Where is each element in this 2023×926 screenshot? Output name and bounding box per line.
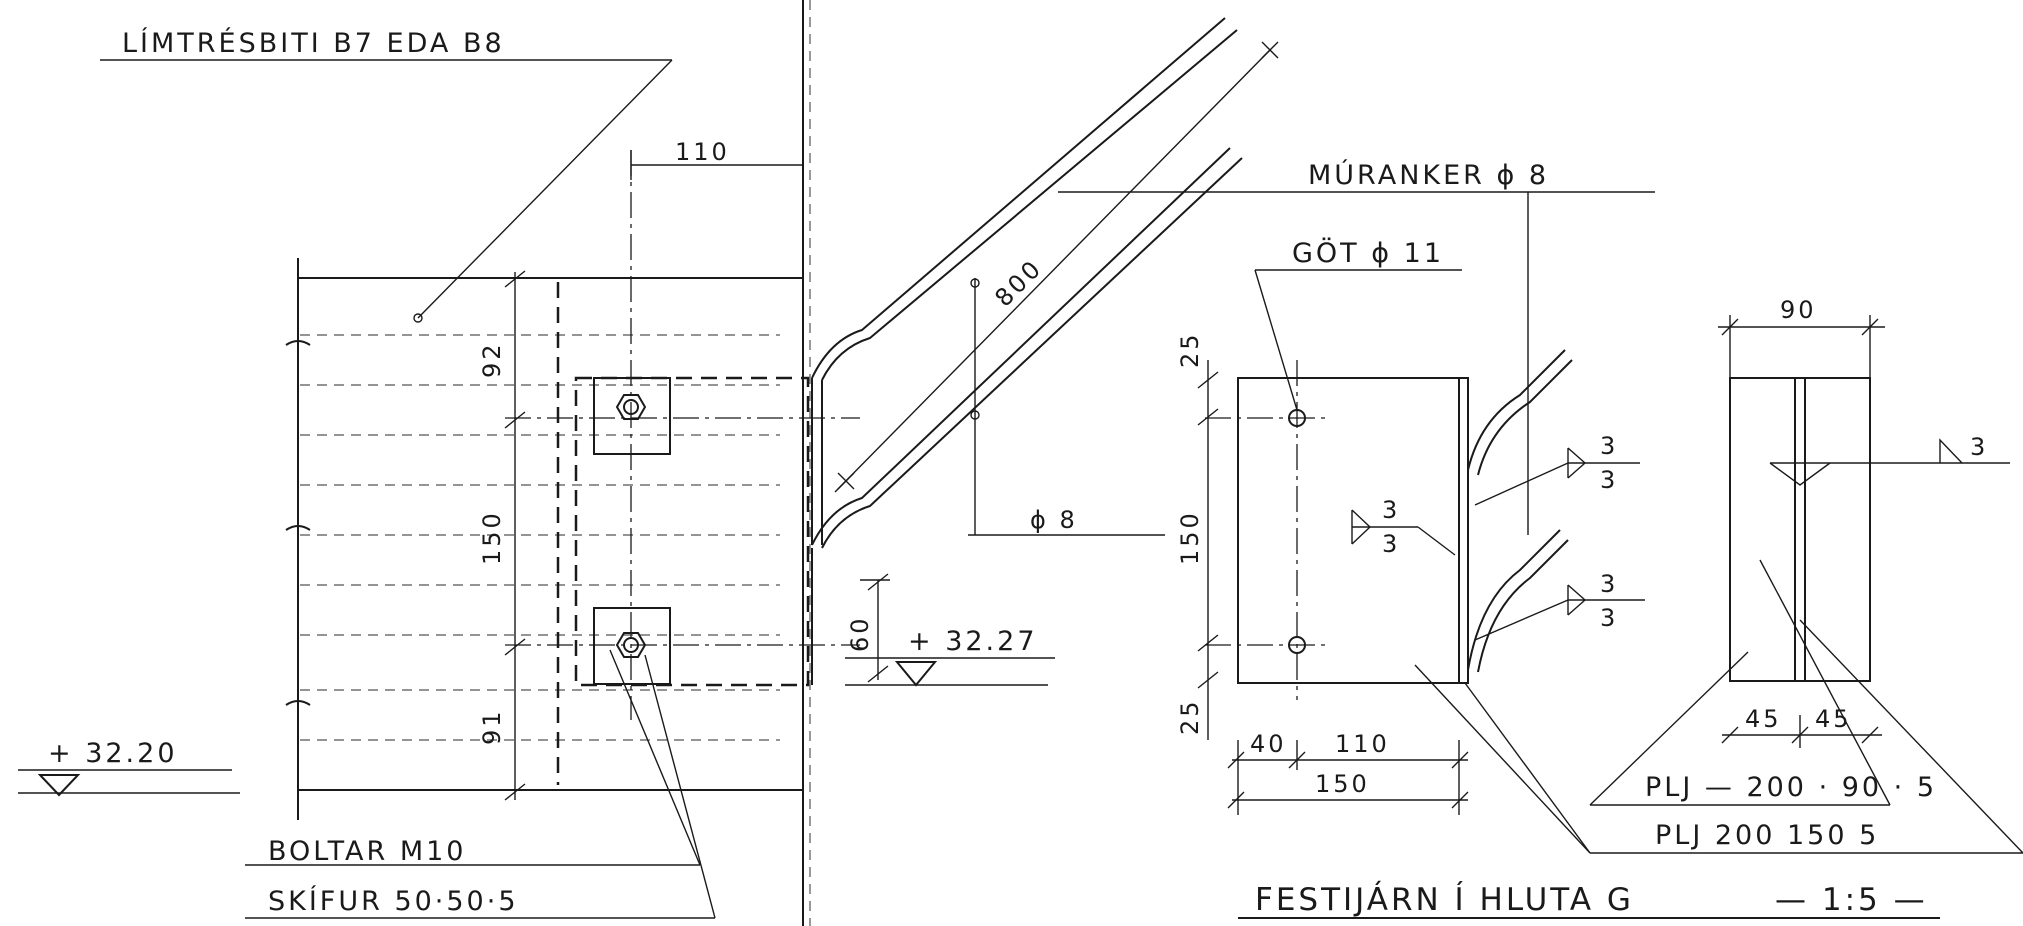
beam-leader [417,59,673,319]
level-left-marker [37,774,81,797]
weld-3-top: 3 [1600,570,1618,598]
weld-3-bottom: 3 [1600,604,1618,632]
level-left-label: + 32.20 [48,738,178,769]
laminations [300,334,780,741]
hole-label: GÖT ϕ 11 [1292,237,1444,269]
hidden-plate [574,376,810,687]
dim-40: 40 [1250,730,1287,758]
anchor-rod-2 [811,147,1231,546]
level-right-marker [894,661,938,687]
weld-symbol-2 [1474,447,1640,506]
dim-800-line [834,49,1271,493]
plate2-label: PLJ 200 150 5 [1655,820,1879,851]
dim-mid-ticks [1197,371,1219,689]
washer-leader [644,654,716,919]
mid-rod-2 [1467,529,1561,671]
dim-90: 90 [1780,296,1817,324]
bolts-leader [609,649,701,866]
weld-fillet-side [1769,462,1831,486]
weld-symbol-3 [1474,584,1645,641]
anchor-rod-1 [811,17,1226,545]
plate1-label: PLJ — 200 · 90 · 5 [1645,772,1937,803]
washer-top [593,377,671,455]
plate2-leader-a [1464,682,1591,854]
dim-150: 150 [478,510,506,565]
weld-1-bottom: 3 [1382,530,1400,558]
mid-rod-2b [1477,539,1569,673]
dim-150-side: 150 [1176,510,1204,565]
drawing-title: FESTIJÁRN Í HLUTA G [1255,882,1634,918]
weld-symbol-1 [1351,509,1456,556]
hole-leader [1254,269,1298,411]
anchor-rod-1b [821,29,1238,545]
dim-45-a: 45 [1745,705,1782,733]
dim-25-top: 25 [1176,331,1204,368]
dim-45-b: 45 [1815,705,1852,733]
wall-anchor-label: MÚRANKER ϕ 8 [1308,159,1549,191]
weld-4: 3 [1970,433,1988,461]
dim-110: 110 [675,138,730,166]
plate2-leader-b [1414,664,1591,854]
dim-vertical-ticks [504,270,526,801]
dim-25-bottom: 25 [1176,698,1204,735]
plate1-leader-b [1759,559,1891,806]
dim-800: 800 [989,254,1048,313]
dim-110-b: 110 [1335,730,1390,758]
dim-60: 60 [846,615,874,652]
mid-rod-1b [1477,359,1573,476]
plate1-leader [1589,651,1749,806]
rod-label: ϕ 8 [1030,506,1078,534]
dim-150-b: 150 [1315,770,1370,798]
dim-800-tick-top [1261,41,1279,59]
break-marks [285,340,311,706]
washer-label: SKÍFUR 50·50·5 [268,885,519,917]
dim-91: 91 [478,708,506,745]
weld-4-symbol [1939,438,1963,464]
hole-bottom [1288,636,1306,654]
dim-92: 92 [478,341,506,378]
anchor-rod-2b [821,157,1243,549]
dim-60-ticks [867,573,889,683]
level-right-label: + 32.27 [908,626,1038,657]
plate2-leader-c [1799,619,2023,854]
plate-side [1729,377,1871,682]
dim-800-tick-bottom [837,472,855,490]
bolts-label: BOLTAR M10 [268,836,467,867]
weld-2-top: 3 [1600,432,1618,460]
beam-label: LÍMTRÉSBITI B7 EDA B8 [122,27,505,59]
weld-1-top: 3 [1382,496,1400,524]
mid-rod-1 [1467,349,1566,471]
plate-front [1237,377,1469,684]
washer-bottom [593,607,671,685]
drawing-scale: — 1:5 — [1775,882,1928,918]
weld-2-bottom: 3 [1600,466,1618,494]
